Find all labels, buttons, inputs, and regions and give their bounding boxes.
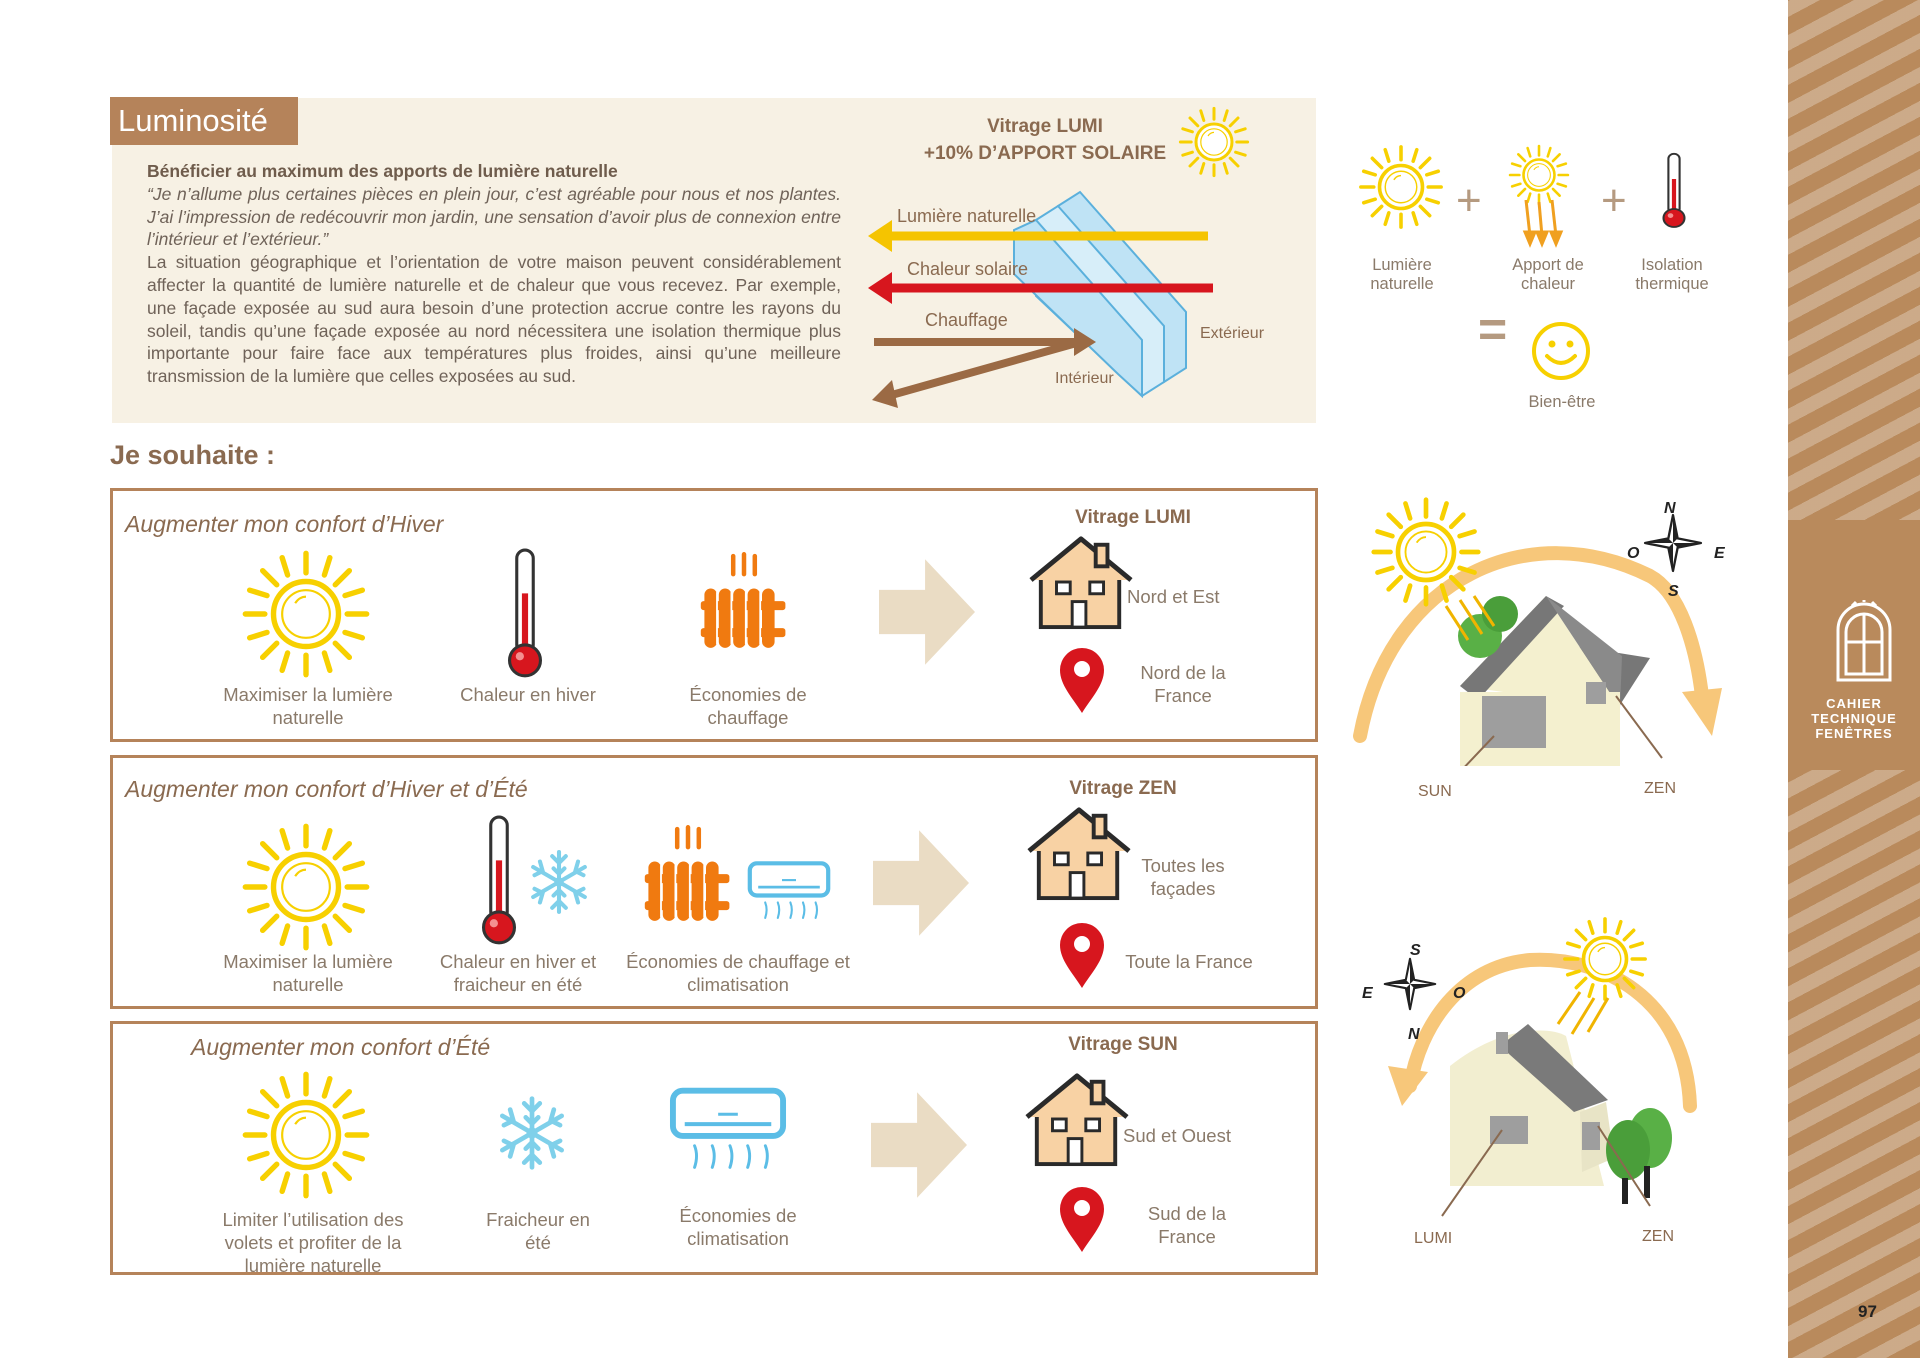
sidebar-label: CAHIER TECHNIQUE FENÊTRES bbox=[1788, 696, 1920, 741]
air-conditioner-icon bbox=[747, 860, 831, 924]
compass-n: N bbox=[1408, 1026, 1420, 1043]
glazing-diagram-title: Vitrage LUMI +10% D’APPORT SOLAIRE bbox=[880, 113, 1210, 167]
item-label: Chaleur en hiver et fraicheur en été bbox=[439, 951, 597, 995]
location-pin-icon bbox=[1057, 920, 1107, 990]
window-icon bbox=[1836, 600, 1892, 682]
luminosite-text: Bénéficier au maximum des apports de lum… bbox=[147, 160, 841, 388]
house-label: LUMI bbox=[1414, 1230, 1453, 1247]
big-arrow-icon bbox=[871, 1090, 967, 1200]
sun-icon bbox=[241, 1070, 371, 1200]
house-label: ZEN bbox=[1644, 780, 1676, 797]
sidebar-label-line: FENÊTRES bbox=[1815, 726, 1893, 741]
sun-icon bbox=[1178, 106, 1250, 178]
item-label: Maximiser la lumière naturelle bbox=[223, 951, 393, 995]
item-label: Fraicheur en été bbox=[486, 1209, 590, 1253]
sidebar-label-line: CAHIER bbox=[1826, 696, 1882, 711]
compass-s: S bbox=[1668, 583, 1679, 600]
sidebar-label-line: TECHNIQUE bbox=[1811, 711, 1897, 726]
compass-o: O bbox=[1453, 985, 1466, 1002]
orientation-label: Toutes les façades bbox=[1141, 855, 1225, 899]
panel-summer: Augmenter mon confort d’Été Limiter l’ut… bbox=[110, 1021, 1318, 1276]
sun-icon bbox=[241, 549, 371, 679]
house-orientation-diagram bbox=[1353, 496, 1722, 766]
orientation-label: Nord et Est bbox=[1127, 586, 1220, 607]
radiator-icon bbox=[643, 820, 733, 930]
equals-sign: = bbox=[1478, 301, 1508, 357]
solar-arrow-label: Chaleur solaire bbox=[907, 259, 1029, 279]
location-pin-icon bbox=[1057, 645, 1107, 715]
big-arrow-icon bbox=[873, 828, 969, 938]
house-label: ZEN bbox=[1642, 1228, 1674, 1245]
house-orientation-diagram bbox=[1383, 917, 1697, 1217]
panel-title: Augmenter mon confort d’Hiver bbox=[125, 511, 444, 537]
item-label: Économies de chauffage bbox=[689, 684, 807, 728]
snowflake-icon bbox=[525, 846, 593, 918]
compass-e: E bbox=[1714, 545, 1725, 562]
sidebar-mid bbox=[1788, 520, 1920, 770]
item-label: Limiter l’utilisation des volets et prof… bbox=[222, 1209, 404, 1276]
item-label: Économies de chauffage et climatisation bbox=[626, 951, 850, 995]
heating-arrow bbox=[872, 328, 1096, 408]
equation-label: Apport de chaleur bbox=[1512, 256, 1584, 293]
compass-s: S bbox=[1410, 942, 1421, 959]
result-label: Bien-être bbox=[1528, 393, 1596, 411]
house-label: SUN bbox=[1418, 783, 1452, 800]
item-label: Économies de climatisation bbox=[679, 1205, 797, 1249]
region-label: Toute la France bbox=[1125, 951, 1253, 972]
sidebar-band: CAHIER TECHNIQUE FENÊTRES bbox=[1788, 0, 1920, 1358]
compass-e: E bbox=[1362, 985, 1373, 1002]
glazing-name: Vitrage ZEN bbox=[1069, 778, 1177, 799]
plus-sign: + bbox=[1601, 176, 1627, 225]
house-icon bbox=[1025, 804, 1133, 902]
glass-pane-icon bbox=[1013, 190, 1187, 399]
house-icon bbox=[1027, 533, 1135, 631]
equation-label: Isolation thermique bbox=[1635, 256, 1709, 293]
plus-sign: + bbox=[1456, 176, 1482, 225]
glazing-title-line2: +10% D’APPORT SOLAIRE bbox=[923, 143, 1167, 164]
glazing-name: Vitrage SUN bbox=[1068, 1034, 1178, 1055]
panel-title: Augmenter mon confort d’Hiver et d’Été bbox=[125, 776, 528, 802]
compass-n: N bbox=[1664, 500, 1676, 517]
glazing-name: Vitrage LUMI bbox=[1075, 507, 1191, 528]
light-arrow-label: Lumière naturelle bbox=[897, 206, 1037, 226]
exterior-label: Extérieur bbox=[1200, 325, 1265, 342]
page-number: 97 bbox=[1858, 1302, 1877, 1321]
glazing-title-line1: Vitrage LUMI bbox=[987, 116, 1103, 137]
luminosite-quote: “Je n’allume plus certaines pièces en pl… bbox=[147, 183, 841, 250]
luminosite-tag: Luminosité bbox=[110, 97, 298, 145]
solar-heat-arrow bbox=[868, 272, 1213, 304]
luminosite-body: La situation géographique et l’orientati… bbox=[147, 252, 841, 387]
luminosite-heading: Bénéficier au maximum des apports de lum… bbox=[147, 161, 618, 181]
region-label: Sud de la France bbox=[1147, 1203, 1227, 1247]
location-pin-icon bbox=[1057, 1184, 1107, 1254]
thermometer-icon bbox=[475, 814, 523, 948]
region-label: Nord de la France bbox=[1140, 662, 1226, 706]
compass-o: O bbox=[1627, 545, 1640, 562]
interior-label: Intérieur bbox=[1055, 370, 1114, 387]
orientation-label: Sud et Ouest bbox=[1123, 1125, 1231, 1146]
thermometer-icon bbox=[501, 547, 549, 681]
glazing-diagram bbox=[868, 190, 1213, 408]
big-arrow-icon bbox=[879, 557, 975, 667]
panel-winter-summer: Augmenter mon confort d’Hiver et d’Été M… bbox=[110, 755, 1318, 1009]
radiator-icon bbox=[699, 547, 789, 657]
smiley-icon bbox=[1532, 322, 1590, 380]
equation-label: Lumière naturelle bbox=[1370, 256, 1434, 293]
snowflake-icon bbox=[493, 1092, 571, 1174]
heat-gain-sun-icon bbox=[1508, 144, 1570, 248]
item-label: Chaleur en hiver bbox=[460, 684, 596, 705]
panel-title: Augmenter mon confort d’Été bbox=[191, 1034, 491, 1060]
thermometer-icon bbox=[1660, 152, 1688, 230]
house-icon bbox=[1023, 1070, 1131, 1168]
section-title: Je souhaite : bbox=[110, 440, 276, 470]
panel-winter: Augmenter mon confort d’Hiver Maximiser … bbox=[110, 488, 1318, 742]
sun-icon bbox=[1358, 144, 1444, 230]
air-conditioner-icon bbox=[669, 1086, 787, 1176]
light-arrow bbox=[868, 220, 1208, 252]
heating-arrow-label: Chauffage bbox=[925, 310, 1008, 330]
sun-icon bbox=[241, 822, 371, 952]
item-label: Maximiser la lumière naturelle bbox=[223, 684, 393, 728]
